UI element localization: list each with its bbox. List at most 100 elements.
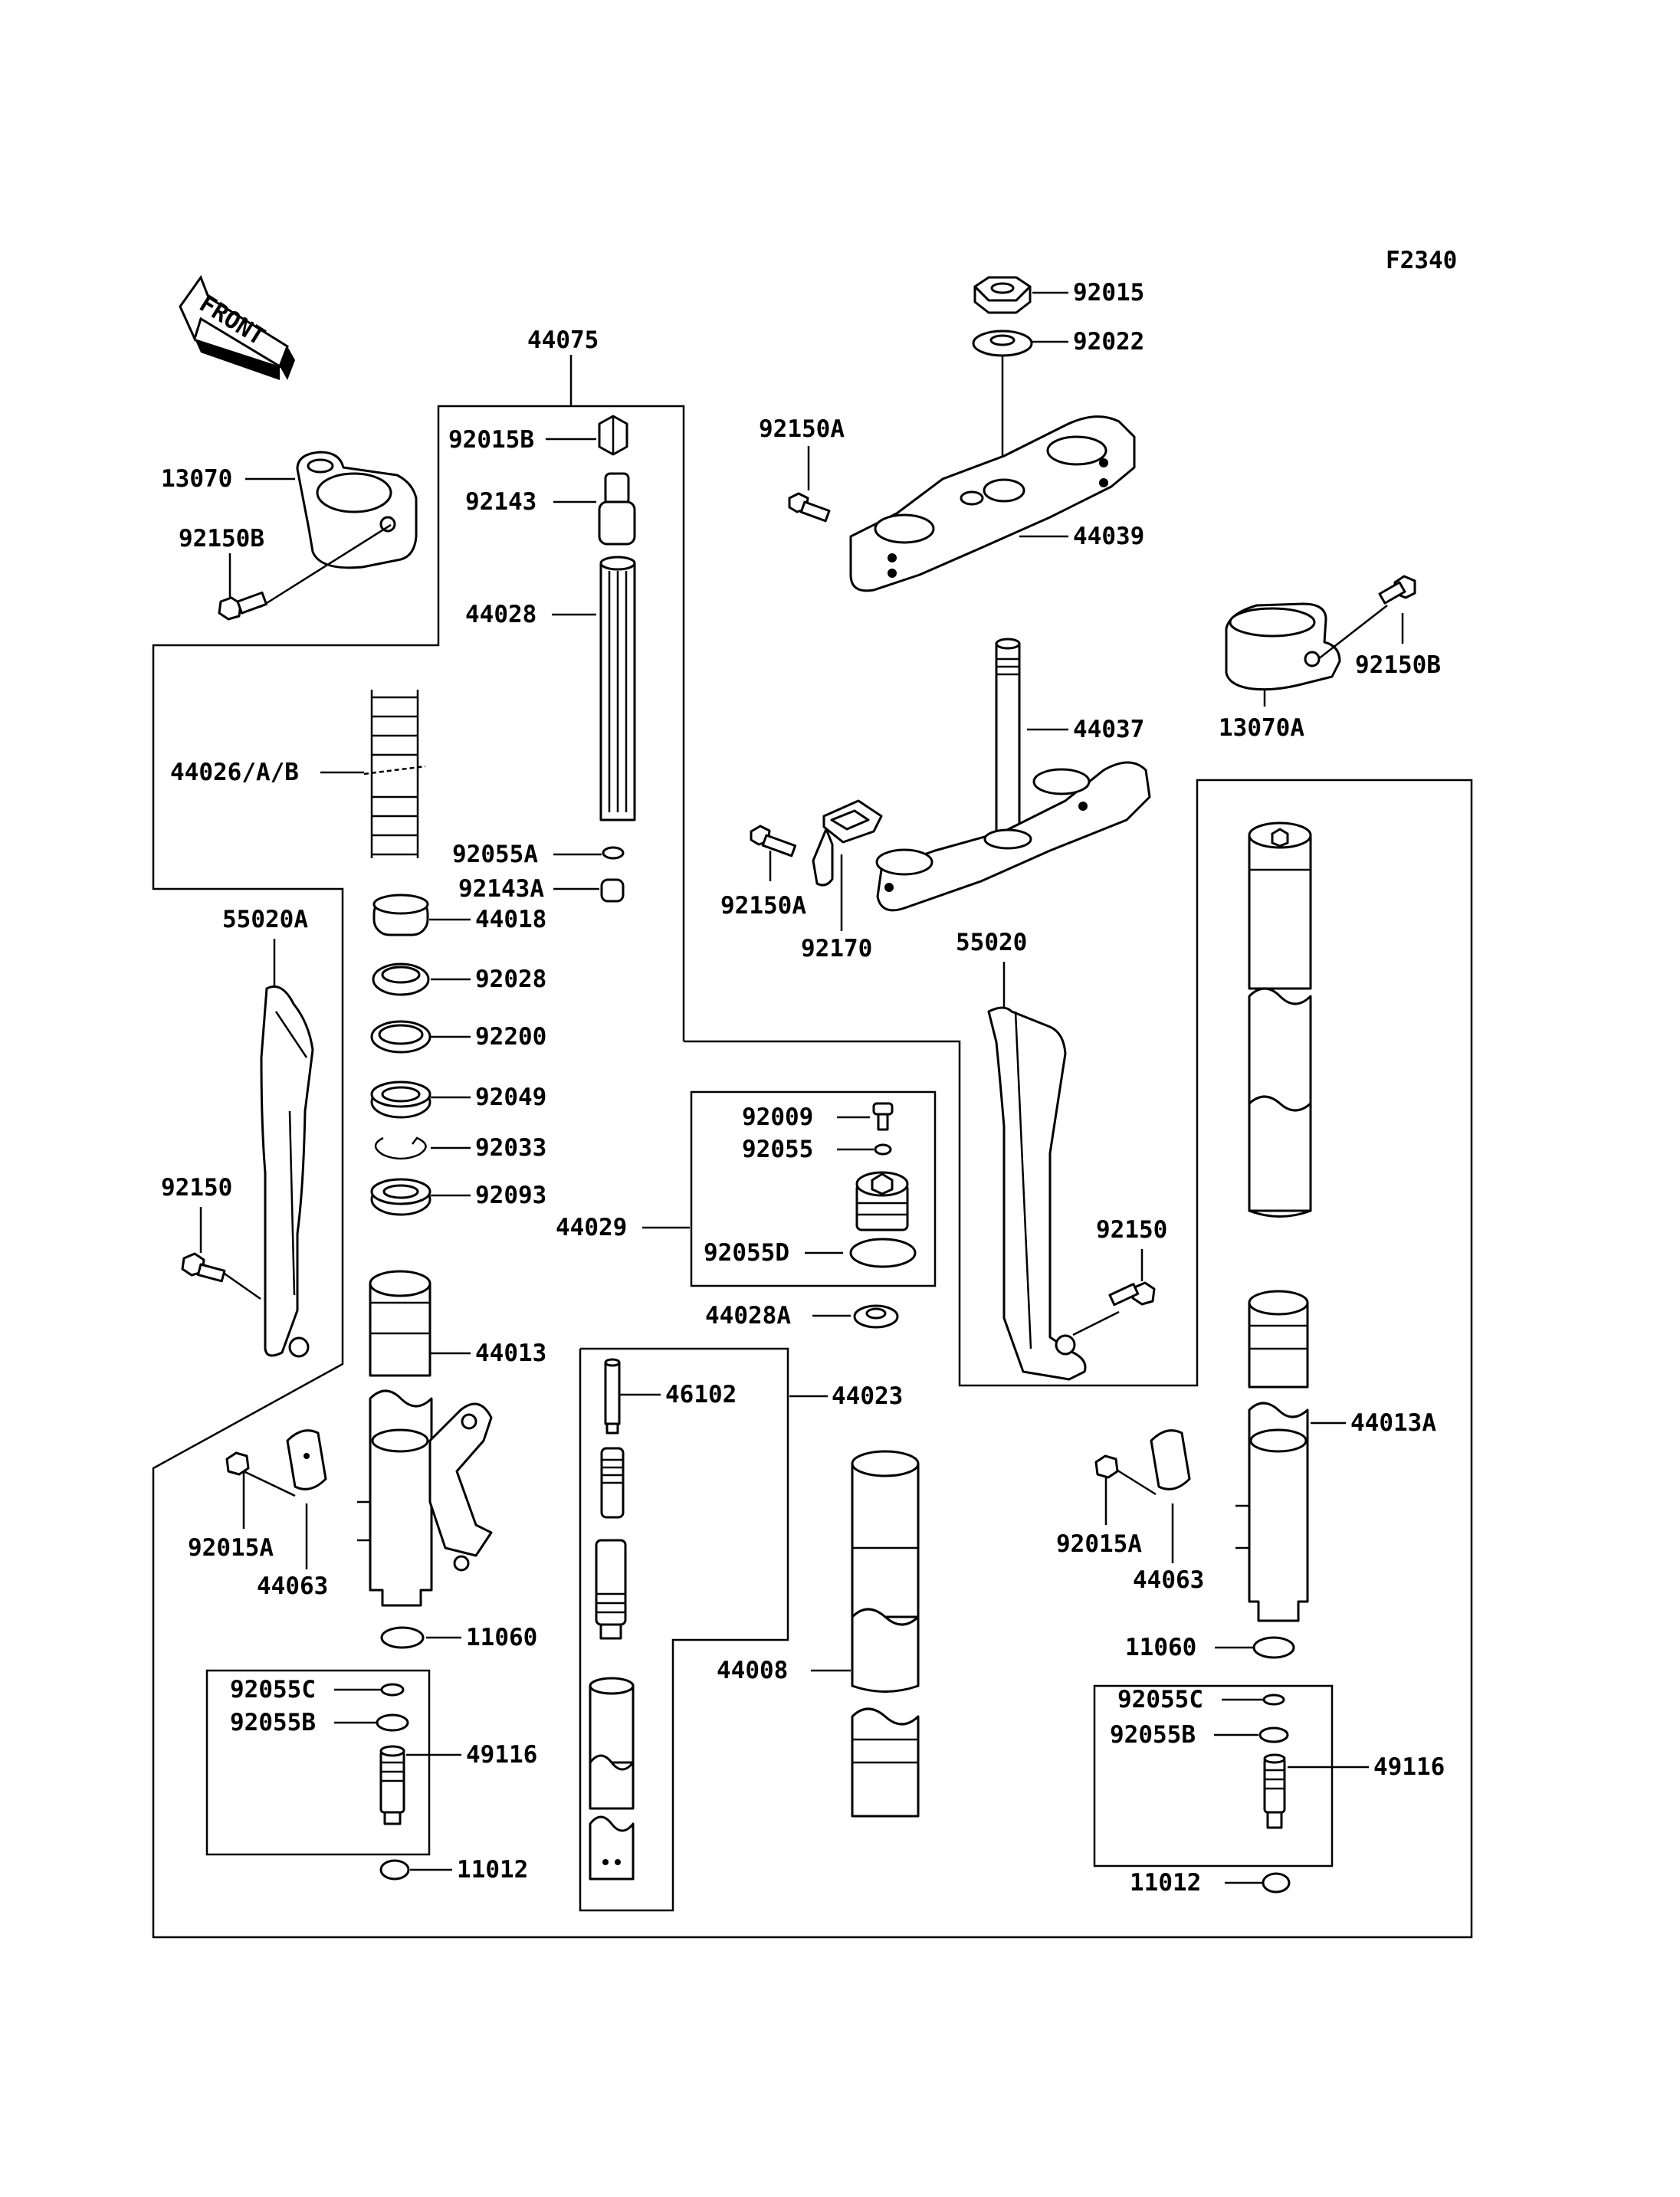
part-label-44008: 44008 [717,1657,788,1684]
part-label-44026: 44026/A/B [170,759,299,786]
damper-assembly-box [579,1347,789,1912]
nut-92015b-icon [598,415,628,456]
part-label-92150-right: 92150 [1096,1216,1167,1244]
part-label-92015a-right: 92015A [1056,1530,1142,1558]
clamp-44063-right-icon [1150,1429,1191,1490]
part-label-11012-right: 11012 [1130,1869,1201,1897]
bushing-92028-icon [372,962,430,996]
diagram-code: F2340 [1386,247,1457,274]
part-label-11060-right: 11060 [1125,1634,1196,1661]
part-label-92015: 92015 [1073,279,1144,307]
stopper-44028a-icon [853,1304,899,1329]
collar-92143-icon [598,472,636,546]
gasket-11012-left-icon [379,1859,410,1881]
o-ring-92055-icon [874,1143,892,1156]
part-label-44013a: 44013A [1350,1409,1436,1437]
nut-92015a-right-icon [1094,1454,1119,1479]
part-label-92200: 92200 [475,1023,546,1051]
part-label-92049: 92049 [475,1084,546,1111]
part-label-44028a: 44028A [705,1302,791,1330]
part-label-92009: 92009 [742,1103,813,1131]
part-label-92150-left: 92150 [161,1174,232,1202]
dust-seal-92093-icon [370,1178,431,1216]
fork-guard-55020-icon [987,1006,1087,1381]
part-label-44018: 44018 [475,906,546,933]
bolt-92150b-left-icon [218,591,267,621]
adjuster-rod-46102-icon [604,1358,621,1435]
fork-spring-44026-icon [363,690,426,858]
part-label-92150b-left: 92150B [179,525,264,553]
fork-cap-icon [855,1171,909,1231]
part-label-92150a-top: 92150A [759,415,845,443]
oil-seal-92049-icon [370,1080,431,1119]
part-label-44075: 44075 [527,326,599,354]
part-label-46102: 46102 [665,1381,737,1408]
part-label-44013: 44013 [475,1340,546,1367]
part-label-92015b: 92015B [448,426,534,454]
part-label-44039: 44039 [1073,523,1144,550]
part-label-92033: 92033 [475,1134,546,1162]
part-label-92170: 92170 [801,935,872,962]
fork-assembly-boundary [152,405,1473,1939]
gasket-11060-right-icon [1252,1636,1295,1659]
clamp-44063-left-icon [286,1429,327,1490]
gasket-11060-left-icon [380,1626,425,1649]
bolt-92150a-mid-icon [750,825,797,857]
valve-assembly-box-right [1093,1684,1334,1867]
part-label-92015a-left: 92015A [188,1534,274,1562]
part-label-44028: 44028 [465,601,536,628]
front-arrow-icon: FRONT [179,274,295,380]
inner-tube-right-icon [1248,821,1312,1218]
outer-tube-44013-icon [357,1270,493,1607]
upper-bracket-44039-icon [849,415,1136,592]
part-label-44063-left: 44063 [257,1572,328,1600]
bolt-92150b-right-icon [1378,575,1416,605]
part-label-92055b-left: 92055B [230,1709,316,1736]
part-label-13070a: 13070A [1219,714,1304,742]
valve-assembly-box-left [205,1669,431,1856]
part-label-92028: 92028 [475,966,546,993]
gasket-11012-right-icon [1262,1872,1291,1894]
part-label-92143a: 92143A [458,875,544,903]
part-label-92055: 92055 [742,1136,813,1163]
part-label-44023: 44023 [832,1382,903,1410]
bolt-92150a-top-icon [788,492,831,523]
bolt-92150-right-icon [1108,1281,1156,1307]
part-label-11060-left: 11060 [466,1624,537,1651]
part-label-92055c-right: 92055C [1117,1686,1203,1713]
bushing-44018-icon [372,894,429,936]
part-label-92055d: 92055D [704,1239,789,1267]
outer-tube-44013a-icon [1235,1290,1309,1622]
part-label-13070: 13070 [161,465,232,493]
nut-92015a-left-icon [225,1451,250,1476]
part-label-92150b-right: 92150B [1355,651,1441,679]
hose-guide-92170-icon [812,799,883,887]
screw-92009-icon [872,1102,894,1131]
fork-guard-clamp-13070a-icon [1225,602,1341,691]
damper-rod-44028-icon [599,556,636,821]
part-label-92143: 92143 [465,488,536,516]
base-valve-49116-right-icon [1263,1753,1286,1829]
part-label-92055c-left: 92055C [230,1676,316,1703]
o-ring-92055b-right-icon [1258,1726,1289,1743]
o-ring-92055c-left-icon [380,1683,405,1697]
part-label-44029: 44029 [556,1214,627,1241]
cap-assembly-box [690,1090,937,1287]
washer-92022-icon [972,330,1033,357]
part-label-55020a: 55020A [222,906,308,933]
part-label-92150a-mid: 92150A [720,892,806,920]
part-label-92055a: 92055A [452,841,538,868]
part-label-92022: 92022 [1073,328,1144,356]
o-ring-92055c-right-icon [1262,1694,1285,1706]
fork-guard-55020a-icon [260,985,314,1358]
bolt-92150-left-icon [181,1252,226,1283]
part-label-49116-left: 49116 [466,1741,537,1769]
collar-92143a-icon [600,878,625,903]
part-label-44037: 44037 [1073,716,1144,743]
part-label-92055b-right: 92055B [1110,1721,1196,1749]
o-ring-92055d-icon [849,1238,917,1268]
part-label-92093: 92093 [475,1182,546,1209]
o-ring-92055a-icon [602,846,625,860]
fork-guard-clamp-13070-icon [296,451,418,569]
